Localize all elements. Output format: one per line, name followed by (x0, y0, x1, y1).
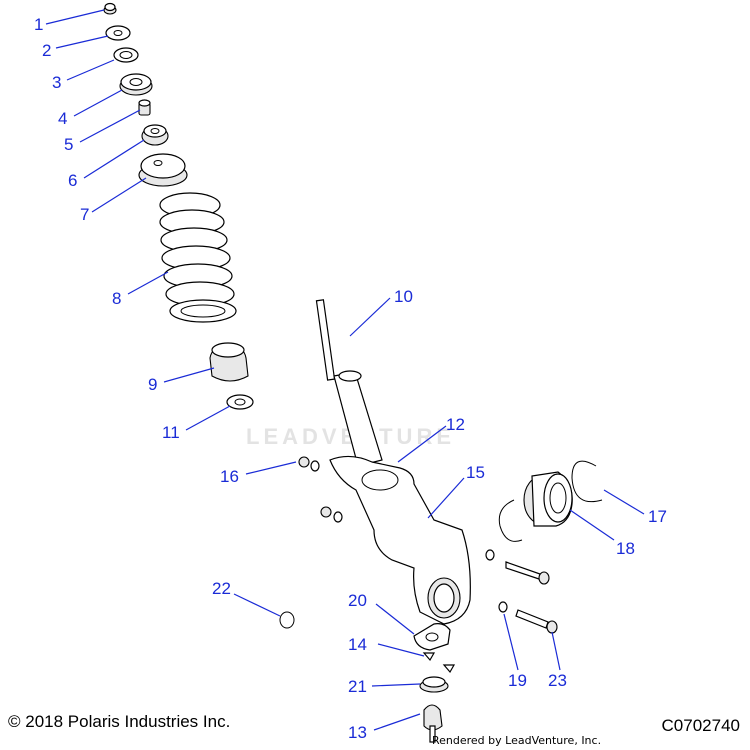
part-11-washer (226, 394, 254, 410)
copyright-notice: © 2018 Polaris Industries Inc. (8, 712, 231, 731)
part-21-boot (419, 676, 449, 693)
callout-14: 14 (348, 635, 367, 654)
callout-12: 12 (446, 415, 465, 434)
part-18-bearing (523, 471, 573, 527)
callout-21: 21 (348, 677, 367, 696)
callout-13: 13 (348, 723, 367, 742)
callout-7: 7 (80, 205, 89, 224)
callout-2: 2 (42, 41, 51, 60)
callout-22: 22 (212, 579, 231, 598)
part-1-nut (103, 2, 117, 15)
rendered-by-credit: Rendered by LeadVenture, Inc. (432, 734, 602, 747)
part-20-plate (413, 623, 451, 651)
callout-8: 8 (112, 289, 121, 308)
part-4-cup (119, 73, 153, 96)
callout-20: 20 (348, 591, 367, 610)
callout-16: 16 (220, 467, 239, 486)
callout-15: 15 (466, 463, 485, 482)
callout-23: 23 (548, 671, 567, 690)
leader-lines (45, 9, 645, 731)
part-9-bump-stop (209, 342, 249, 382)
callout-1: 1 (34, 15, 43, 34)
part-16-nut (298, 456, 343, 523)
part-3-washer (113, 47, 139, 63)
part-13-ball-joint (423, 704, 443, 743)
callout-17: 17 (648, 507, 667, 526)
part-6-bushing (141, 124, 169, 146)
part-15-knuckle (329, 455, 471, 625)
part-7-spring-seat (138, 153, 188, 187)
callout-9: 9 (148, 375, 157, 394)
callout-5: 5 (64, 135, 73, 154)
callout-6: 6 (68, 171, 77, 190)
part-22-o-ring (279, 611, 295, 629)
part-2-washer (105, 25, 131, 41)
part-5-sleeve (138, 99, 151, 116)
document-number: C0702740 (661, 716, 740, 735)
part-17-snap-ring (498, 460, 603, 542)
callout-11: 11 (162, 423, 180, 442)
callout-19: 19 (508, 671, 527, 690)
callout-4: 4 (58, 109, 67, 128)
part-bolts (485, 549, 558, 634)
callout-10: 10 (394, 287, 413, 306)
part-8-coil-spring (159, 192, 237, 323)
part-14-screws (422, 652, 456, 674)
part-10-strut (315, 299, 383, 467)
callout-3: 3 (52, 73, 61, 92)
callout-18: 18 (616, 539, 635, 558)
